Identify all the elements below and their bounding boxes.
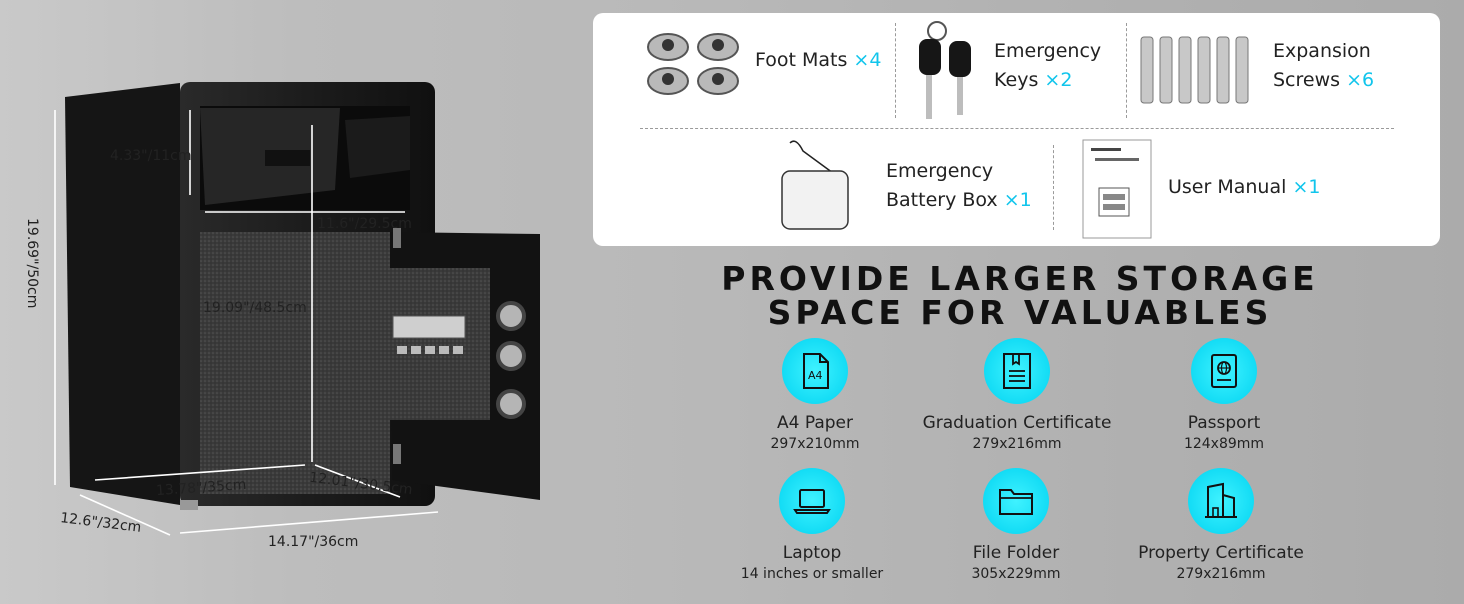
item-name: Passport — [1187, 413, 1261, 433]
accessory-keys: Emergency Keys ×2 — [994, 37, 1101, 95]
accessory-keys-name-2: Keys — [994, 69, 1039, 91]
item-passport: Passport 124x89mm — [1104, 338, 1344, 454]
dim-slot-height: 4.33"/11cm — [110, 148, 192, 164]
a4-label: A4 — [808, 369, 823, 382]
headline: PROVIDE LARGER STORAGE SPACE FOR VALUABL… — [640, 262, 1400, 330]
accessory-screws-name-1: Expansion — [1273, 40, 1371, 62]
certificate-icon — [1003, 353, 1031, 389]
item-icon-circle — [1188, 468, 1254, 534]
accessory-manual: User Manual ×1 — [1168, 173, 1320, 202]
accessory-screws-qty: ×6 — [1346, 69, 1375, 91]
item-file-folder: File Folder 305x229mm — [896, 468, 1136, 584]
divider — [640, 128, 1394, 129]
passport-icon — [1211, 354, 1237, 388]
screw-icon — [1140, 36, 1249, 104]
dim-slot-width: 11.6"/29.5cm — [317, 216, 412, 232]
accessory-foot-mats-name: Foot Mats — [755, 49, 848, 71]
item-name: Property Certificate — [1138, 543, 1304, 563]
accessory-battery-box: Emergency Battery Box ×1 — [886, 157, 1032, 215]
item-name: File Folder — [972, 543, 1060, 563]
a4-paper-icon: A4 — [803, 353, 829, 389]
item-property-certificate: Property Certificate 279x216mm — [1101, 468, 1341, 584]
accessory-keys-name-1: Emergency — [994, 40, 1102, 62]
accessories-panel: Foot Mats ×4 Emergency Keys ×2 Expansion… — [593, 13, 1440, 246]
item-size: 124x89mm — [1183, 436, 1265, 452]
laptop-icon — [793, 489, 831, 514]
item-size: 279x216mm — [972, 436, 1062, 452]
accessory-manual-name: User Manual — [1168, 176, 1287, 198]
item-icon-circle — [779, 468, 845, 534]
accessory-screws-name-2: Screws — [1273, 69, 1341, 91]
item-name: A4 Paper — [777, 413, 853, 433]
item-icon-circle — [1191, 338, 1257, 404]
accessory-manual-qty: ×1 — [1292, 176, 1321, 198]
accessory-foot-mats: Foot Mats ×4 — [755, 46, 881, 75]
property-certificate-icon — [1205, 482, 1237, 518]
safe-drawing — [54, 82, 540, 536]
item-icon-circle — [984, 338, 1050, 404]
dim-total-height: 19.69"/50cm — [24, 218, 40, 309]
foot-mat-icon — [647, 33, 739, 95]
item-size: 297x210mm — [770, 436, 860, 452]
accessory-battery-name-2: Battery Box — [886, 189, 998, 211]
item-a4-paper: A4 A4 Paper 297x210mm — [695, 338, 935, 454]
accessory-screws: Expansion Screws ×6 — [1273, 37, 1374, 95]
divider — [1053, 145, 1054, 230]
folder-icon — [999, 489, 1033, 515]
dim-inner-height: 19.09"/48.5cm — [203, 300, 307, 316]
item-size: 279x216mm — [1176, 566, 1266, 582]
item-laptop: Laptop 14 inches or smaller — [692, 468, 932, 584]
key-icon — [919, 21, 971, 119]
headline-line-1: PROVIDE LARGER STORAGE — [721, 259, 1319, 298]
accessory-keys-qty: ×2 — [1044, 69, 1073, 91]
battery-box-icon — [781, 140, 849, 230]
item-name: Laptop — [782, 543, 842, 563]
accessory-foot-mats-qty: ×4 — [853, 49, 882, 71]
item-name: Graduation Certificate — [922, 413, 1112, 433]
safe-illustration: 19.69"/50cm 4.33"/11cm 11.6"/29.5cm 19.0… — [0, 0, 590, 600]
divider — [1126, 23, 1127, 118]
item-graduation-certificate: Graduation Certificate 279x216mm — [897, 338, 1137, 454]
accessory-battery-qty: ×1 — [1003, 189, 1032, 211]
item-size: 305x229mm — [971, 566, 1061, 582]
item-size: 14 inches or smaller — [740, 566, 884, 582]
accessory-battery-name-1: Emergency — [886, 160, 994, 182]
manual-icon — [1082, 139, 1152, 239]
item-icon-circle: A4 — [782, 338, 848, 404]
divider — [895, 23, 896, 118]
dim-outer-width: 14.17"/36cm — [268, 534, 359, 550]
headline-line-2: SPACE FOR VALUABLES — [767, 293, 1273, 332]
item-icon-circle — [983, 468, 1049, 534]
